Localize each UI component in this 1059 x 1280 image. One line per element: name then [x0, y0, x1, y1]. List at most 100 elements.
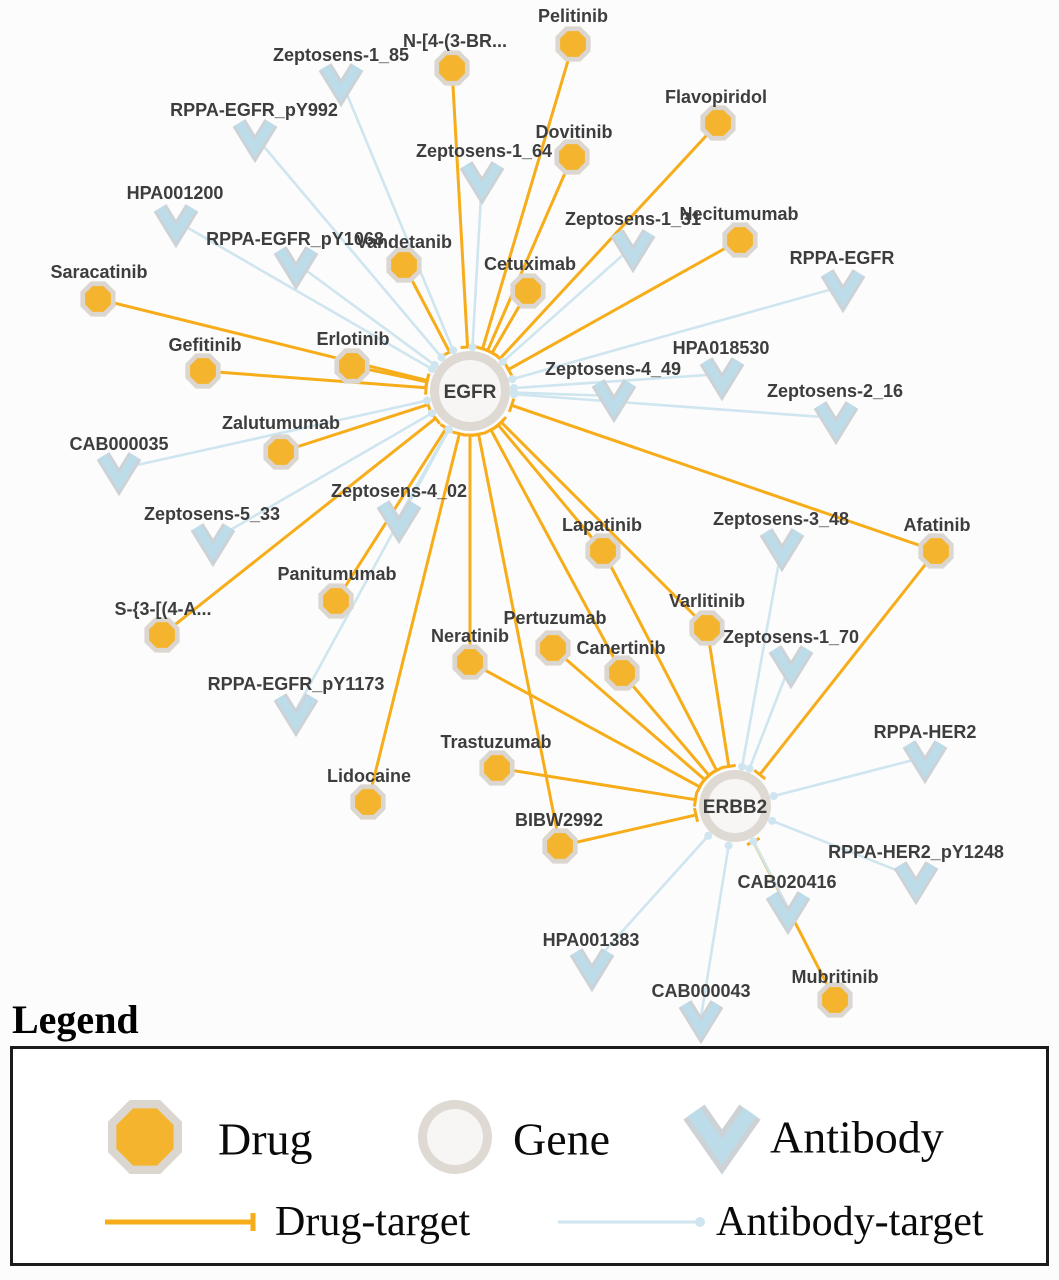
node-label-flavopiridol: Flavopiridol	[665, 87, 767, 107]
gene-node-erbb2[interactable]	[699, 770, 771, 842]
edge-rppa_egfr-egfr	[508, 284, 844, 384]
node-label-zeptosens_5_33: Zeptosens-5_33	[144, 504, 280, 524]
edge-cab020416-erbb2	[749, 837, 790, 909]
node-label-rppa_egfr_py992: RPPA-EGFR_pY992	[170, 100, 338, 120]
antibody-node-rppa_egfr_py1068[interactable]	[273, 246, 319, 291]
node-layer	[80, 26, 954, 1045]
node-label-zeptosens_1_70: Zeptosens-1_70	[723, 627, 859, 647]
drug-node-pertuzumab[interactable]	[535, 630, 571, 666]
drug-node-afatinib[interactable]	[918, 533, 954, 569]
edge-cab000035-egfr	[118, 396, 432, 471]
node-label-zalutumumab: Zalutumumab	[222, 413, 340, 433]
antibody-node-rppa_her2[interactable]	[902, 740, 948, 785]
drug-node-necitumumab[interactable]	[722, 222, 758, 258]
antibody-node-zeptosens_4_49[interactable]	[591, 379, 637, 424]
node-label-zeptosens_1_85: Zeptosens-1_85	[273, 45, 409, 65]
node-label-hpa018530: HPA018530	[673, 338, 770, 358]
antibody-node-hpa018530[interactable]	[699, 357, 745, 402]
node-label-dovitinib: Dovitinib	[536, 122, 613, 142]
drug-node-s3_4a[interactable]	[144, 617, 180, 653]
drug-node-cetuximab[interactable]	[510, 273, 546, 309]
antibody-node-zeptosens_2_16[interactable]	[813, 401, 859, 446]
antibody-node-rppa_her2_py1248[interactable]	[893, 861, 939, 906]
antibody-node-hpa001200[interactable]	[153, 204, 199, 249]
edge-varlitinib-egfr	[495, 416, 709, 630]
drug-node-trastuzumab[interactable]	[479, 750, 515, 786]
antibody-node-zeptosens_4_02[interactable]	[376, 500, 422, 545]
antibody-target-edge-icon	[558, 1217, 705, 1227]
node-label-panitumumab: Panitumumab	[277, 564, 396, 584]
node-label-erbb2: ERBB2	[703, 797, 767, 818]
node-label-mubritinib: Mubritinib	[792, 967, 879, 987]
drug-node-lidocaine[interactable]	[350, 784, 386, 820]
drug-node-varlitinib[interactable]	[689, 610, 725, 646]
node-label-zeptosens_4_49: Zeptosens-4_49	[545, 359, 681, 379]
drug-node-vandetanib[interactable]	[386, 247, 422, 283]
antibody-node-zeptosens_1_85[interactable]	[318, 63, 364, 108]
drug-node-dovitinib[interactable]	[554, 139, 590, 175]
antibody-node-zeptosens_1_31[interactable]	[610, 229, 656, 274]
antibody-node-rppa_egfr_py1173[interactable]	[273, 693, 319, 738]
node-label-hpa001383: HPA001383	[543, 930, 640, 950]
node-label-pelitinib: Pelitinib	[538, 6, 608, 26]
drug-node-pelitinib[interactable]	[555, 26, 591, 62]
antibody-node-cab000043[interactable]	[678, 1000, 724, 1045]
legend-label-drug-target: Drug-target	[275, 1199, 471, 1245]
node-label-rppa_egfr: RPPA-EGFR	[790, 248, 895, 268]
drug-node-zalutumumab[interactable]	[263, 434, 299, 470]
drug-node-saracatinib[interactable]	[80, 281, 116, 317]
edge-rppa_egfr_py1068-egfr	[295, 261, 439, 369]
antibody-node-zeptosens_1_64[interactable]	[459, 161, 505, 206]
edge-rppa_her2-erbb2	[769, 755, 926, 801]
label-layer: EGFRERBB2PelitinibN-[4-(3-BR...Dovitinib…	[50, 6, 1003, 1001]
edge-hpa001383-erbb2	[591, 831, 713, 966]
legend-label-antibody-target: Antibody-target	[716, 1199, 984, 1245]
drug-node-panitumumab[interactable]	[318, 583, 354, 619]
legend-box: Drug Gene Antibody Drug-target Antibody-…	[10, 1046, 1049, 1266]
edge-zeptosens_1_31-egfr	[498, 245, 634, 366]
antibody-node-zeptosens_5_33[interactable]	[190, 523, 236, 568]
antibody-node-zeptosens_3_48[interactable]	[759, 528, 805, 573]
edge-zeptosens_1_85-egfr	[339, 79, 458, 355]
node-label-pertuzumab: Pertuzumab	[503, 608, 606, 628]
node-label-lapatinib: Lapatinib	[562, 515, 642, 535]
drug-node-flavopiridol[interactable]	[700, 105, 736, 141]
node-label-s3_4a: S-{3-[(4-A...	[114, 599, 211, 619]
legend-label-drug: Drug	[218, 1113, 313, 1165]
antibody-node-cab000035[interactable]	[96, 452, 142, 497]
edge-n4_3br-egfr	[450, 67, 475, 349]
antibody-legend-icon	[683, 1104, 761, 1175]
antibody-node-zeptosens_1_70[interactable]	[768, 645, 814, 690]
node-label-erlotinib: Erlotinib	[317, 329, 390, 349]
antibody-node-cab020416[interactable]	[765, 891, 811, 936]
edge-varlitinib-erbb2	[705, 627, 736, 770]
drug-node-mubritinib[interactable]	[817, 982, 853, 1018]
drug-node-n4_3br[interactable]	[434, 50, 470, 86]
drug-node-neratinib[interactable]	[452, 644, 488, 680]
drug-node-erlotinib[interactable]	[334, 348, 370, 384]
node-label-necitumumab: Necitumumab	[679, 204, 798, 224]
drug-node-canertinib[interactable]	[604, 655, 640, 691]
antibody-node-rppa_egfr_py992[interactable]	[232, 119, 278, 164]
node-label-rppa_egfr_py1068: RPPA-EGFR_pY1068	[206, 229, 384, 249]
node-label-cetuximab: Cetuximab	[484, 254, 576, 274]
node-label-zeptosens_2_16: Zeptosens-2_16	[767, 381, 903, 401]
drug-node-lapatinib[interactable]	[585, 533, 621, 569]
edge-zeptosens_2_16-egfr	[509, 390, 837, 420]
edge-zeptosens_3_48-erbb2	[738, 544, 784, 771]
gene-node-egfr[interactable]	[430, 351, 510, 431]
node-label-canertinib: Canertinib	[576, 638, 665, 658]
drug-node-bibw2992[interactable]	[542, 828, 578, 864]
drug-target-edge-icon	[105, 1213, 256, 1231]
node-label-n4_3br: N-[4-(3-BR...	[403, 31, 507, 51]
antibody-node-rppa_egfr[interactable]	[820, 269, 866, 314]
node-label-vandetanib: Vandetanib	[356, 232, 452, 252]
node-label-varlitinib: Varlitinib	[669, 591, 745, 611]
antibody-node-hpa001383[interactable]	[569, 948, 615, 993]
edge-canertinib-erbb2	[620, 672, 716, 782]
drug-node-gefitinib[interactable]	[185, 353, 221, 389]
edge-rppa_egfr_py1173-egfr	[294, 425, 453, 711]
node-label-afatinib: Afatinib	[904, 515, 971, 535]
